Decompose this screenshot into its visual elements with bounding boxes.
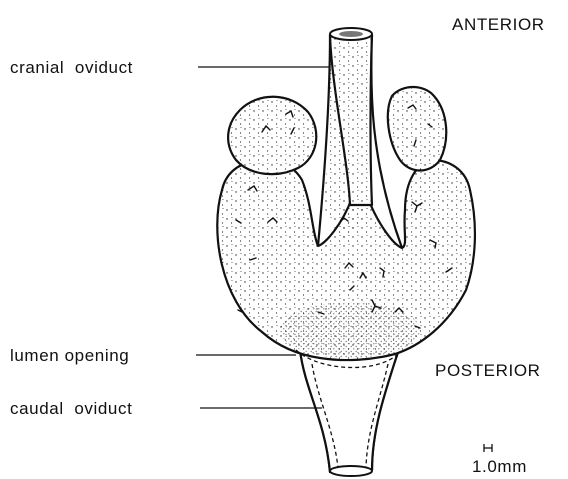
label-cranial-oviduct: cranial oviduct [10, 58, 133, 77]
label-caudal-oviduct: caudal oviduct [10, 399, 132, 418]
scale-bar-label: 1.0mm [472, 457, 527, 476]
scale-bar [484, 444, 492, 452]
oviduct-specimen [217, 28, 475, 476]
label-posterior: POSTERIOR [435, 361, 541, 380]
label-anterior: ANTERIOR [452, 15, 545, 34]
label-lumen-opening: lumen opening [10, 346, 129, 365]
